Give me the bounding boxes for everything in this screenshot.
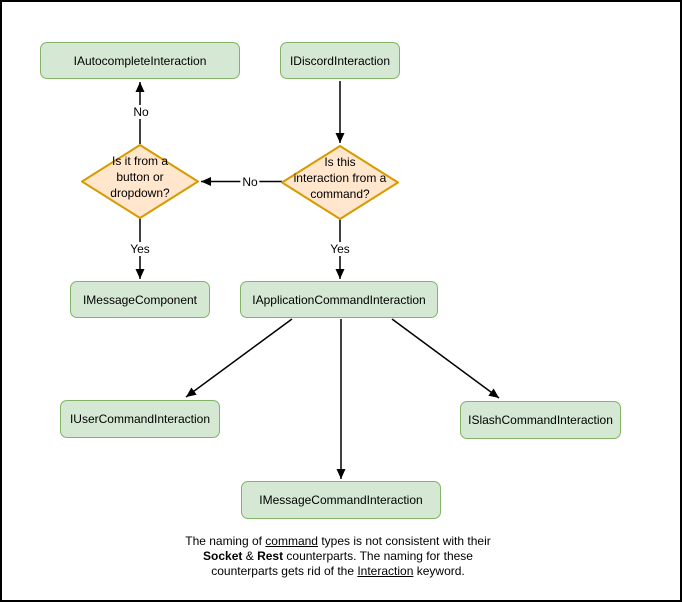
node-autocomplete-interaction: IAutocompleteInteraction (40, 42, 240, 79)
decision-component-line1: Is it from a (111, 154, 168, 168)
decision-command-label: Is this interaction from a command? (282, 154, 398, 202)
node-application-command-interaction: IApplicationCommandInteraction (240, 281, 438, 318)
decision-component-label: Is it from a button or dropdown? (82, 153, 198, 201)
node-user-command-interaction: IUserCommandInteraction (60, 400, 220, 438)
decision-command-line3: command? (310, 187, 370, 201)
edge-label-yes-left: Yes (128, 242, 152, 256)
edge-applicationcommand-to-slashcommand (391, 318, 500, 399)
node-slash-command-interaction: ISlashCommandInteraction (460, 401, 621, 439)
decision-component-line2: button or (116, 170, 164, 184)
node-discord-interaction: IDiscordInteraction (280, 42, 400, 79)
decision-diamond-command (281, 145, 399, 220)
edge-label-yes-right: Yes (328, 242, 352, 256)
decision-command-line2: interaction from a (293, 171, 387, 185)
edge-label-no-up: No (131, 105, 151, 119)
edge-applicationcommand-to-usercommand (185, 318, 293, 398)
decision-component-line3: dropdown? (110, 186, 170, 200)
edge-label-no-left: No (240, 175, 260, 189)
decision-diamond-component (81, 144, 199, 219)
footer-note: The naming of command types is not consi… (185, 534, 491, 578)
node-message-command-interaction: IMessageCommandInteraction (241, 481, 441, 519)
node-message-component: IMessageComponent (70, 281, 210, 318)
decision-command-line1: Is this (324, 155, 356, 169)
